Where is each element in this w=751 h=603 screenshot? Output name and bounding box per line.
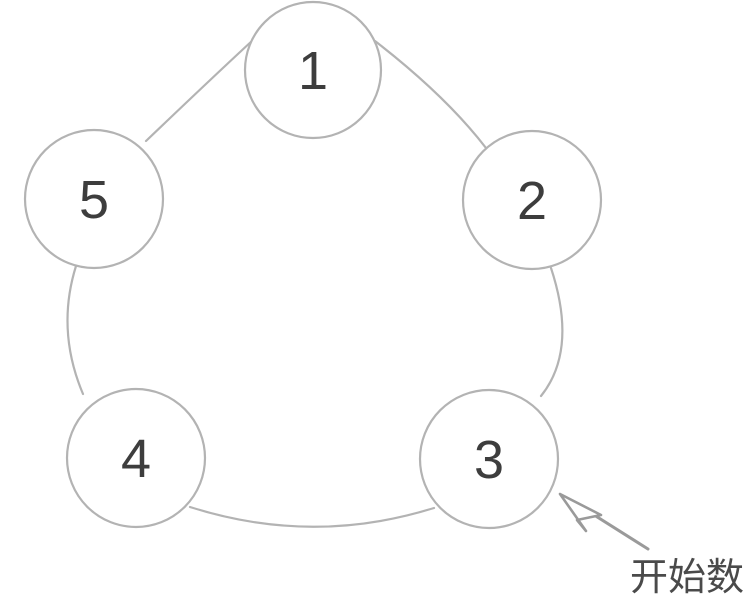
node-4-label: 4: [121, 429, 151, 489]
annotation-label: 开始数: [630, 555, 744, 599]
link-node5-node1: [144, 38, 255, 143]
node-5-label: 5: [79, 170, 109, 230]
node-4[interactable]: 4: [65, 387, 207, 529]
node-4-circle[interactable]: [65, 387, 207, 529]
node-2-circle[interactable]: [461, 129, 603, 271]
node-2[interactable]: 2: [461, 129, 603, 271]
node-5[interactable]: 5: [23, 128, 165, 270]
arrow-head-icon: [558, 492, 603, 533]
link-group: [66, 38, 564, 528]
node-5-circle[interactable]: [23, 128, 165, 270]
node-3-label: 3: [474, 430, 504, 490]
node-1[interactable]: 1: [243, 0, 383, 140]
start-count-annotation: 开始数: [558, 492, 744, 599]
node-3-circle[interactable]: [418, 388, 560, 530]
link-node1-node2: [373, 39, 488, 150]
link-node4-node5: [66, 264, 85, 396]
node-1-circle[interactable]: [243, 0, 383, 140]
node-2-label: 2: [517, 171, 547, 231]
node-3[interactable]: 3: [418, 388, 560, 530]
link-node3-node4: [188, 505, 436, 528]
link-node2-node3: [539, 266, 564, 398]
node-1-label: 1: [298, 41, 328, 101]
